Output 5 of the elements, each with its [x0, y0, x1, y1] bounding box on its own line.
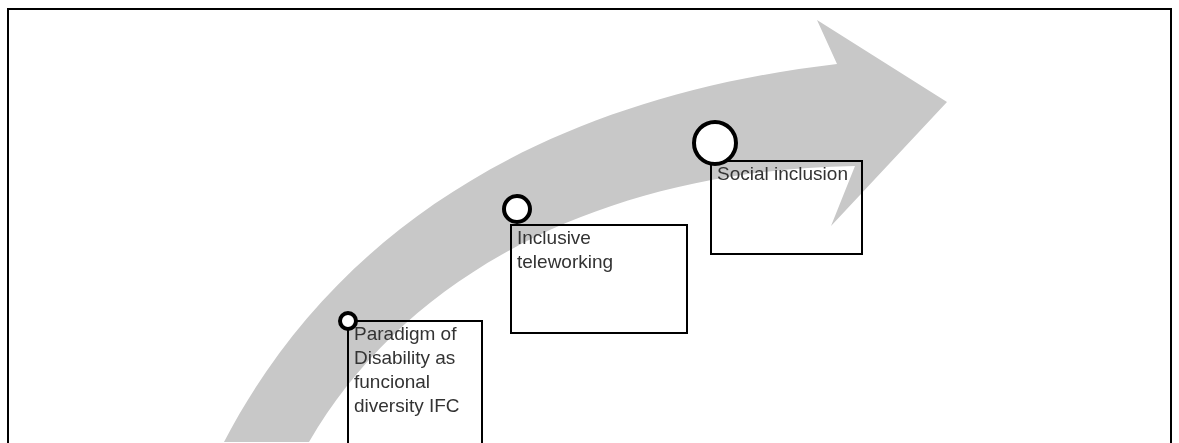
step-label: Inclusive teleworking	[517, 226, 615, 274]
step-label: Social inclusion	[717, 162, 849, 186]
step-box	[510, 224, 688, 334]
step-box	[710, 160, 863, 255]
step-label: Paradigm of Disability as funcional diversity IFC	[354, 322, 461, 418]
